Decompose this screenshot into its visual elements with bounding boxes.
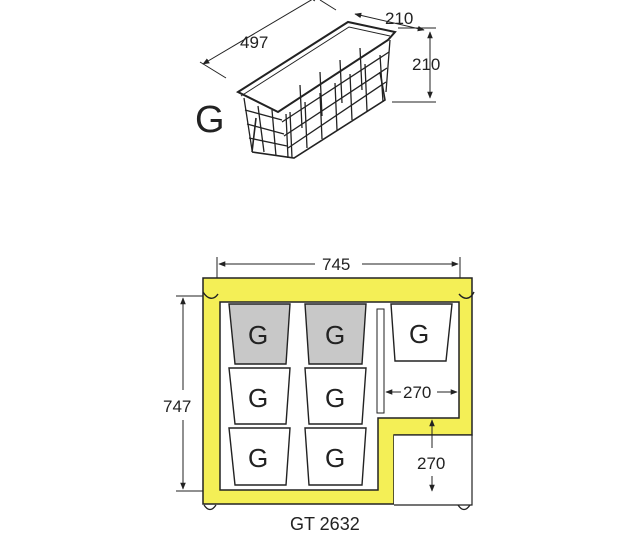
model-name: GT 2632 xyxy=(290,514,360,534)
bin-letter: G xyxy=(248,320,268,350)
basket-bin-5 xyxy=(304,367,367,425)
freezer-height-dimension xyxy=(176,295,205,492)
basket-bin-7 xyxy=(304,427,367,486)
inner-width-label-bg xyxy=(402,382,436,402)
lid-hinge-left xyxy=(202,291,219,299)
basket-bins xyxy=(228,303,453,486)
foot-left xyxy=(203,504,217,511)
step-height-label: 270 xyxy=(417,454,445,473)
basket-bin-6 xyxy=(228,427,291,486)
compressor-bay xyxy=(394,434,473,506)
bin-letter: G xyxy=(248,443,268,473)
basket-bin-1 xyxy=(228,303,291,365)
bin-letter: G xyxy=(325,443,345,473)
basket-height-label: 210 xyxy=(412,55,440,74)
lid-hinge-right xyxy=(458,291,475,299)
foot-right xyxy=(457,504,471,511)
bin-letter: G xyxy=(248,383,268,413)
basket-bin-3 xyxy=(390,303,453,362)
basket-type-letter: G xyxy=(195,99,225,141)
basket-dimension-lines xyxy=(199,0,436,103)
bin-letter: G xyxy=(409,319,429,349)
basket-bin-2 xyxy=(304,303,367,365)
freezer-width-label: 745 xyxy=(322,255,350,274)
wire-basket-illustration xyxy=(235,20,397,159)
basket-bin-letters: G G G G G G G xyxy=(248,319,429,473)
divider-strip xyxy=(376,308,385,414)
inner-width-label: 270 xyxy=(403,383,431,402)
basket-bin-4 xyxy=(228,367,291,425)
bin-letter: G xyxy=(325,320,345,350)
bin-letter: G xyxy=(325,383,345,413)
basket-width-label: 210 xyxy=(385,9,413,28)
basket-length-label: 497 xyxy=(240,33,268,52)
freezer-height-label: 747 xyxy=(163,397,191,416)
